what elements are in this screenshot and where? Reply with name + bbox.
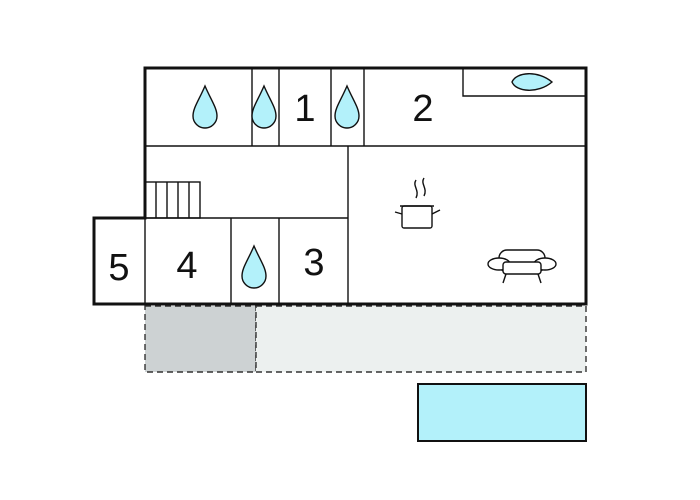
cooking-pot-icon [394,177,441,229]
stairs-icon [144,181,201,219]
open-terrace [255,305,587,373]
covered-terrace [144,305,257,373]
room-label-4: 4 [176,245,197,287]
water-drop-icon [192,84,218,129]
room-label-2: 2 [412,88,433,130]
bathtub-icon [462,68,586,97]
interior-walls [144,68,586,304]
swimming-pool [417,383,587,442]
water-drop-icon [251,84,277,129]
water-drop-icon [334,84,360,129]
water-drop-icon [241,244,267,289]
room-label-1: 1 [294,88,315,130]
room-label-5: 5 [108,247,129,289]
sofa-icon [487,249,557,284]
room-label-3: 3 [303,242,324,284]
